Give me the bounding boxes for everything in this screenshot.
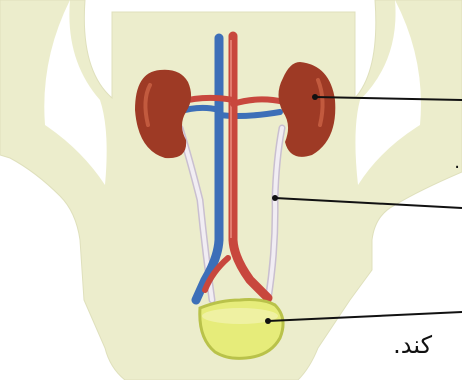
bladder-leader-dot <box>265 318 271 324</box>
bladder-icon <box>200 300 283 359</box>
ureter-leader-dot <box>272 195 278 201</box>
kidney-leader-dot <box>312 94 318 100</box>
caption-fragment-top: . <box>454 152 460 173</box>
caption-fragment-bottom: کند. <box>393 331 432 359</box>
